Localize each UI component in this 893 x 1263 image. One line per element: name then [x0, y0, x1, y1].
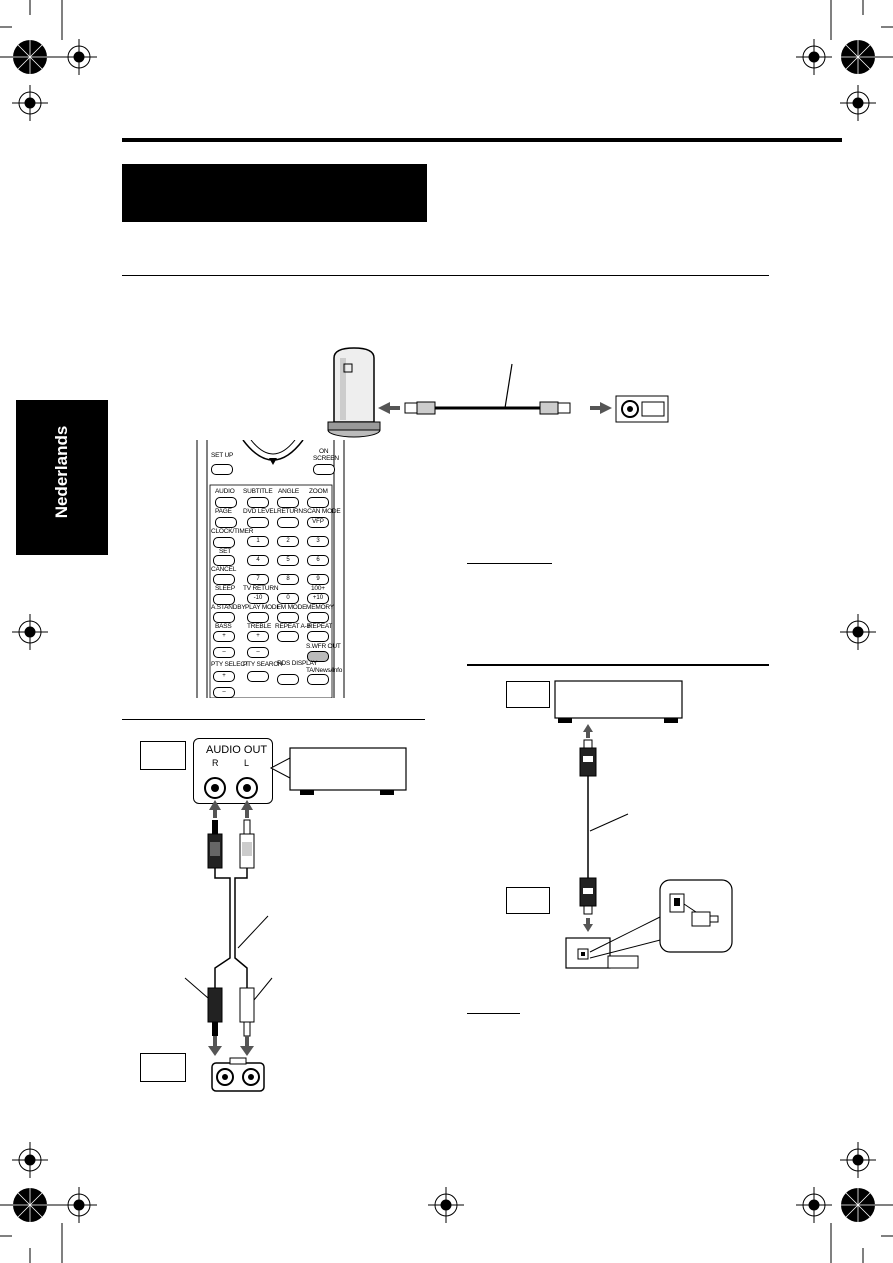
remote-label-clock-timer: CLOCK/TIMER: [211, 528, 254, 535]
digit-6-button[interactable]: 6: [307, 555, 329, 566]
remote-label-play-mode: PLAY MODE: [245, 604, 281, 611]
remote-label-return: RETURN: [277, 508, 303, 515]
left-section-rule: [122, 719, 425, 720]
remote-label-a-standby: A.STANDBY: [211, 604, 246, 611]
page-button[interactable]: [215, 517, 237, 528]
rds-display-button[interactable]: [277, 674, 299, 685]
section-divider: [122, 275, 769, 276]
header-rule: [122, 138, 842, 142]
digital-cable-diagram: [554, 680, 733, 969]
remote-label-bass: BASS: [215, 623, 232, 630]
digit-9-button[interactable]: 9: [307, 574, 329, 585]
bass-plus-button[interactable]: +: [213, 631, 235, 642]
repeat-ab-button[interactable]: [277, 631, 299, 642]
subwoofer-icon: [327, 347, 381, 438]
remote-label-ta-news-info: TA/News/Info: [306, 667, 343, 674]
audio-out-label: AUDIO OUT: [206, 744, 268, 756]
step-label-box-4: [506, 887, 550, 914]
analog-cable-diagram: [184, 747, 407, 1092]
remote-label-zoom: ZOOM: [309, 488, 328, 495]
digit-0-button[interactable]: 0: [277, 593, 299, 604]
fm-mode-button[interactable]: [277, 612, 299, 623]
audio-out-panel: AUDIO OUT R L: [193, 738, 273, 804]
repeat-button[interactable]: [307, 631, 329, 642]
angle-button[interactable]: [277, 497, 299, 508]
play-mode-button[interactable]: [247, 612, 269, 623]
set-button[interactable]: [213, 555, 235, 566]
subtitle-button[interactable]: [247, 497, 269, 508]
remote-label-tv-return: TV RETURN: [243, 585, 279, 592]
audio-out-r-label: R: [212, 758, 219, 768]
remote-label-treble: TREBLE: [247, 623, 272, 630]
minus-10-button[interactable]: -10: [247, 593, 269, 604]
right-section-rule: [467, 664, 769, 666]
remote-label-scan-mode: SCAN MODE: [303, 508, 341, 515]
language-tab-label: Nederlands: [52, 425, 71, 519]
step-label-box-1: [140, 741, 186, 770]
remote-label-onscreen-1: ON: [319, 448, 329, 455]
remote-label-audio: AUDIO: [215, 488, 235, 495]
digit-7-button[interactable]: 7: [247, 574, 269, 585]
treble-minus-button[interactable]: –: [247, 647, 269, 658]
pty-select-minus-button[interactable]: –: [213, 687, 235, 698]
remote-label-onscreen-2: SCREEN: [313, 455, 339, 462]
step-label-box-3: [506, 681, 550, 708]
remote-label-pty-select: PTY SELECT: [211, 661, 249, 668]
remote-label-sleep: SLEEP: [215, 585, 235, 592]
digit-3-button[interactable]: 3: [307, 536, 329, 547]
plus-10-button[interactable]: +10: [307, 593, 329, 604]
treble-plus-button[interactable]: +: [247, 631, 269, 642]
remote-label-memory: MEMORY: [306, 604, 334, 611]
digit-4-button[interactable]: 4: [247, 555, 269, 566]
digit-8-button[interactable]: 8: [277, 574, 299, 585]
step-label-box-2: [140, 1053, 186, 1082]
cancel-button[interactable]: [213, 574, 235, 585]
remote-label-swfr-out: S.WFR OUT: [306, 643, 341, 650]
on-screen-button[interactable]: [313, 464, 335, 475]
remote-label-page: PAGE: [215, 508, 232, 515]
swfr-out-button[interactable]: [307, 651, 329, 662]
return-button[interactable]: [277, 517, 299, 528]
remote-label-pty-search: PTY SEARCH: [243, 661, 283, 668]
setup-button[interactable]: [211, 464, 233, 475]
heading-underline: [467, 563, 552, 564]
note-underline: [467, 1013, 520, 1014]
digit-1-button[interactable]: 1: [247, 536, 269, 547]
remote-label-angle: ANGLE: [278, 488, 300, 495]
pty-search-button[interactable]: [247, 671, 269, 682]
remote-label-subtitle: SUBTITLE: [243, 488, 273, 495]
ta-news-info-button[interactable]: [307, 674, 329, 685]
remote-label-set: SET: [219, 548, 232, 555]
remote-label-100plus: 100+: [311, 585, 325, 592]
language-tab: Nederlands: [16, 400, 108, 555]
remote-label-setup: SET UP: [211, 452, 234, 459]
remote-label-repeat-ab: REPEAT A-B: [275, 623, 311, 630]
remote-control: SET UP ON SCREEN AUDIO SUBTITLE ANGLE ZO…: [193, 440, 348, 698]
digit-2-button[interactable]: 2: [277, 536, 299, 547]
remote-label-fm-mode: FM MODE: [277, 604, 307, 611]
vfp-button[interactable]: VFP: [307, 517, 329, 528]
audio-button[interactable]: [215, 497, 237, 508]
subwoofer-connection-diagram: [327, 347, 669, 438]
remote-label-rds-display: RDS DISPLAY: [277, 660, 318, 667]
section-title-bar: [122, 164, 427, 222]
remote-label-cancel: CANCEL: [211, 566, 237, 573]
dvd-level-button[interactable]: [247, 517, 269, 528]
sleep-button[interactable]: [213, 594, 235, 605]
pty-select-plus-button[interactable]: +: [213, 671, 235, 682]
digit-5-button[interactable]: 5: [277, 555, 299, 566]
a-standby-button[interactable]: [213, 612, 235, 623]
remote-label-dvd-level: DVD LEVEL: [243, 508, 277, 515]
audio-out-l-label: L: [244, 758, 250, 768]
memory-button[interactable]: [307, 612, 329, 623]
bass-minus-button[interactable]: –: [213, 647, 235, 658]
clock-timer-button[interactable]: [213, 537, 235, 548]
remote-label-repeat: REPEAT: [308, 623, 333, 630]
zoom-button[interactable]: [307, 497, 329, 508]
